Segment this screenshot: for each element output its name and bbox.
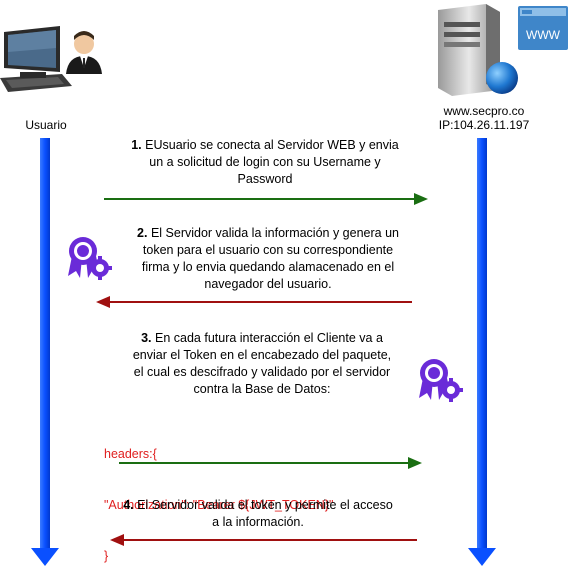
step-4-first: El Servidor valida el token y permite el…	[137, 498, 393, 512]
web-server-icon: WWW	[438, 4, 568, 96]
step-3-text: 3. En cada futura interacción el Cliente…	[92, 330, 432, 398]
step-3-number: 3.	[141, 331, 152, 345]
step-1-number: 1.	[131, 138, 142, 152]
arrow-step-3	[119, 457, 422, 469]
arrow-step-1	[104, 193, 428, 205]
step-2-line-4: navegador del usuario.	[204, 277, 332, 291]
step-1-line-2: un a solicitud de login con su Username …	[149, 155, 381, 169]
step-3-line: 3. En cada futura interacción el Cliente…	[92, 330, 432, 347]
step-3-line-2: enviar el Token en el encabezado del paq…	[132, 348, 392, 362]
client-label: Usuario	[25, 118, 67, 132]
server-host: www.secpro.co	[443, 104, 525, 118]
code-line-3: }	[104, 549, 109, 563]
step-2-text: 2. El Servidor valida la información y g…	[100, 225, 436, 293]
auth-header-code: headers:{ "Authorization": "Bearer ${JWT…	[104, 412, 333, 582]
step-1-first: EUsuario se conecta al Servidor WEB y en…	[145, 138, 399, 152]
server-label: www.secpro.co IP:104.26.11.197	[428, 104, 540, 132]
user-computer-icon	[0, 26, 102, 92]
step-4-line-2: a la información.	[212, 515, 304, 529]
step-1-line-3: Password	[237, 172, 293, 186]
certificate-icon	[419, 359, 463, 402]
step-3-line-4: contra la Base de Datos:	[193, 382, 331, 396]
step-2-line: 2. El Servidor valida la información y g…	[100, 225, 436, 242]
step-2-line-2: token para el usuario con su correspondi…	[142, 243, 394, 257]
code-line-2: "Authorization": "Bearer ${JWT_TOKEN}"	[104, 498, 334, 512]
www-badge: WWW	[526, 28, 561, 42]
certificate-icon	[68, 237, 112, 280]
step-2-number: 2.	[137, 226, 148, 240]
step-2-line-3: firma y lo envia quedando alamacenado en…	[141, 260, 395, 274]
server-lifeline	[468, 138, 496, 566]
arrow-step-2	[96, 296, 412, 308]
step-4-number: 4.	[123, 498, 134, 512]
step-4-text: 4. El Servidor valida el token y permite…	[100, 497, 416, 531]
diagram-canvas: WWW	[0, 4, 568, 566]
arrow-step-4	[110, 534, 417, 546]
client-lifeline	[31, 138, 59, 566]
step-1-line: 1. EUsuario se conecta al Servidor WEB y…	[100, 137, 430, 154]
step-3-first: En cada futura interacción el Cliente va…	[155, 331, 383, 345]
step-1-text: 1. EUsuario se conecta al Servidor WEB y…	[100, 137, 430, 188]
step-4-line: 4. El Servidor valida el token y permite…	[100, 497, 416, 514]
code-line-1: headers:{	[104, 447, 157, 461]
step-2-first: El Servidor valida la información y gene…	[150, 226, 399, 240]
step-3-line-3: el cual es descifrado y validado por el …	[133, 365, 391, 379]
server-ip: IP:104.26.11.197	[438, 118, 530, 132]
